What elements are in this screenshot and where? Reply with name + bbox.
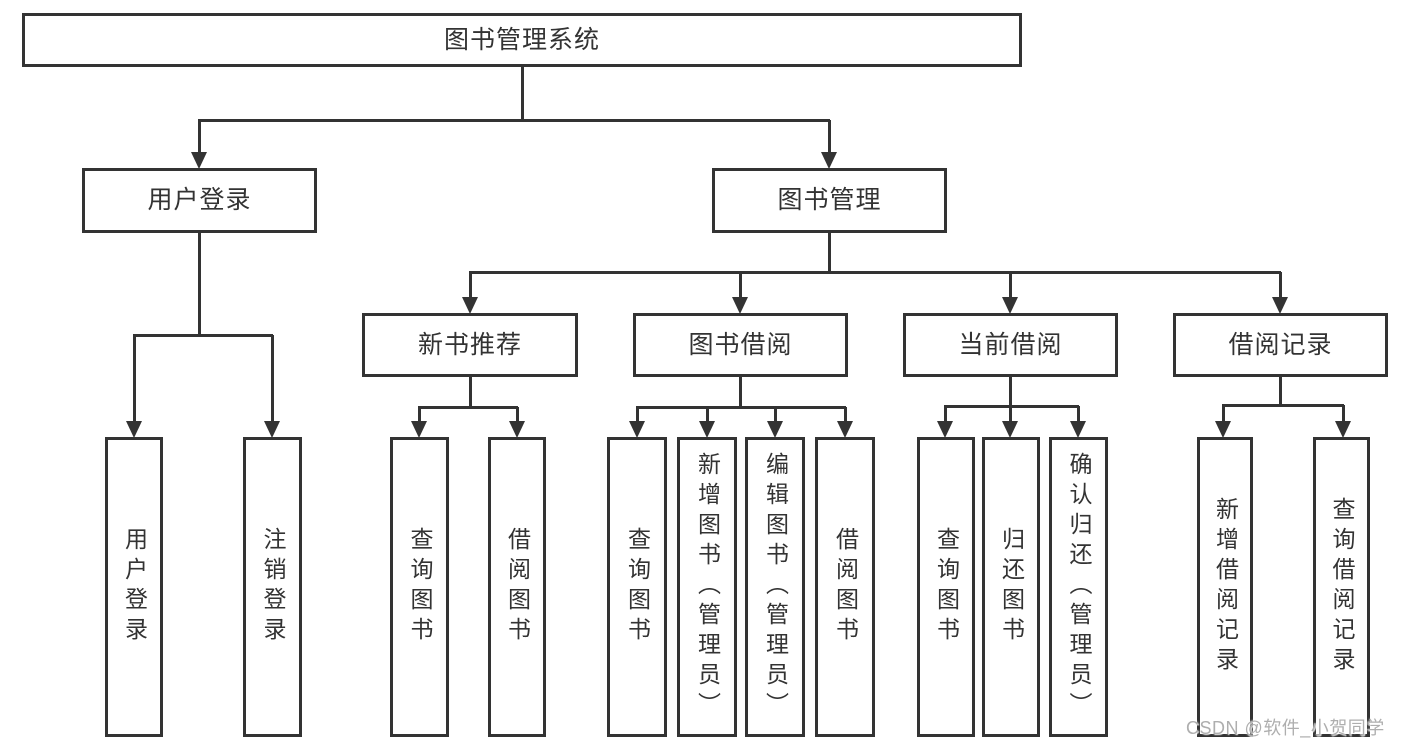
arrow-down-icon [821, 152, 837, 169]
leaf-return-books: 归还图书 [982, 437, 1040, 737]
node-library-management-system: 图书管理系统 [22, 13, 1022, 67]
leaf-label: 借阅图书 [832, 527, 859, 647]
leaf-query-books-current: 查询图书 [917, 437, 975, 737]
leaf-label: 编辑图书（管理员） [762, 452, 789, 722]
connector-arrow-shaft [944, 406, 947, 422]
leaf-label: 新增图书（管理员） [694, 452, 721, 722]
connector-hline [418, 406, 518, 409]
leaf-query-borrow-record: 查询借阅记录 [1313, 437, 1370, 737]
node-new-book-recommend: 新书推荐 [362, 313, 578, 377]
connector-hline [1222, 404, 1344, 407]
leaf-add-borrow-record: 新增借阅记录 [1197, 437, 1253, 737]
arrow-down-icon [411, 421, 427, 438]
leaf-label: 查询图书 [933, 527, 960, 647]
node-borrowing-records: 借阅记录 [1173, 313, 1388, 377]
leaf-borrow-books-borrowing: 借阅图书 [815, 437, 875, 737]
connector-hline [133, 334, 273, 337]
connector-vline [469, 377, 472, 408]
arrow-down-icon [1002, 297, 1018, 314]
leaf-confirm-return-admin: 确认归还（管理员） [1049, 437, 1108, 737]
connector-arrow-shaft [1342, 405, 1345, 422]
connector-arrow-shaft [271, 335, 274, 422]
arrow-down-icon [264, 421, 280, 438]
node-label: 借阅记录 [1228, 330, 1333, 359]
connector-arrow-shaft [636, 407, 639, 422]
connector-vline [1279, 377, 1282, 406]
connector-vline [198, 233, 201, 336]
leaf-login: 用户登录 [105, 437, 163, 737]
connector-vline [739, 377, 742, 408]
leaf-label: 新增借阅记录 [1212, 497, 1239, 677]
connector-vline [1009, 377, 1012, 407]
arrow-down-icon [1272, 297, 1288, 314]
arrow-down-icon [837, 421, 853, 438]
connector-arrow-shaft [133, 335, 136, 422]
arrow-down-icon [629, 421, 645, 438]
leaf-borrow-books-recommend: 借阅图书 [488, 437, 546, 737]
leaf-label: 查询图书 [624, 527, 651, 647]
leaf-label: 注销登录 [260, 527, 286, 647]
node-label: 图书借阅 [688, 330, 793, 359]
connector-arrow-shaft [1077, 406, 1080, 422]
arrow-down-icon [767, 421, 783, 438]
arrow-down-icon [126, 421, 142, 438]
leaf-label: 借阅图书 [504, 527, 531, 647]
connector-arrow-shaft [418, 407, 421, 422]
node-label: 当前借阅 [958, 330, 1063, 359]
connector-arrow-shaft [706, 407, 709, 422]
arrow-down-icon [1215, 421, 1231, 438]
leaf-label: 用户登录 [121, 527, 148, 647]
connector-hline [198, 119, 830, 122]
node-label: 图书管理 [777, 186, 882, 214]
arrow-down-icon [1002, 421, 1018, 438]
leaf-query-books-recommend: 查询图书 [390, 437, 449, 737]
arrow-down-icon [1335, 421, 1351, 438]
connector-hline [636, 406, 846, 409]
arrow-down-icon [732, 297, 748, 314]
connector-vline [828, 233, 831, 273]
leaf-label: 确认归还（管理员） [1066, 452, 1092, 722]
connector-arrow-shaft [1222, 405, 1225, 422]
node-label: 图书管理系统 [443, 25, 600, 54]
arrow-down-icon [462, 297, 478, 314]
connector-arrow-shaft [198, 120, 201, 153]
node-book-borrowing: 图书借阅 [633, 313, 848, 377]
connector-hline [469, 271, 1281, 274]
connector-arrow-shaft [1279, 272, 1282, 298]
leaf-label: 查询图书 [407, 527, 433, 647]
arrow-down-icon [937, 421, 953, 438]
connector-arrow-shaft [739, 272, 742, 298]
leaf-logout: 注销登录 [243, 437, 302, 737]
node-label: 用户登录 [147, 186, 252, 214]
leaf-label: 查询借阅记录 [1329, 497, 1355, 677]
leaf-add-books-admin: 新增图书（管理员） [677, 437, 737, 737]
leaf-label: 归还图书 [998, 527, 1025, 647]
arrow-down-icon [191, 152, 207, 169]
connector-arrow-shaft [828, 120, 831, 153]
connector-arrow-shaft [1009, 406, 1012, 422]
leaf-query-books-borrowing: 查询图书 [607, 437, 667, 737]
connector-arrow-shaft [1009, 272, 1012, 298]
connector-vline [521, 67, 524, 121]
node-label: 新书推荐 [417, 330, 522, 359]
arrow-down-icon [509, 421, 525, 438]
node-current-borrowing: 当前借阅 [903, 313, 1118, 377]
arrow-down-icon [1070, 421, 1086, 438]
connector-arrow-shaft [844, 407, 847, 422]
node-user-login: 用户登录 [82, 168, 317, 233]
connector-arrow-shaft [774, 407, 777, 422]
node-book-management: 图书管理 [712, 168, 947, 233]
arrow-down-icon [699, 421, 715, 438]
connector-arrow-shaft [469, 272, 472, 298]
connector-arrow-shaft [516, 407, 519, 422]
leaf-edit-books-admin: 编辑图书（管理员） [745, 437, 805, 737]
csdn-watermark: CSDN @软件_小贺同学 [1186, 718, 1385, 738]
